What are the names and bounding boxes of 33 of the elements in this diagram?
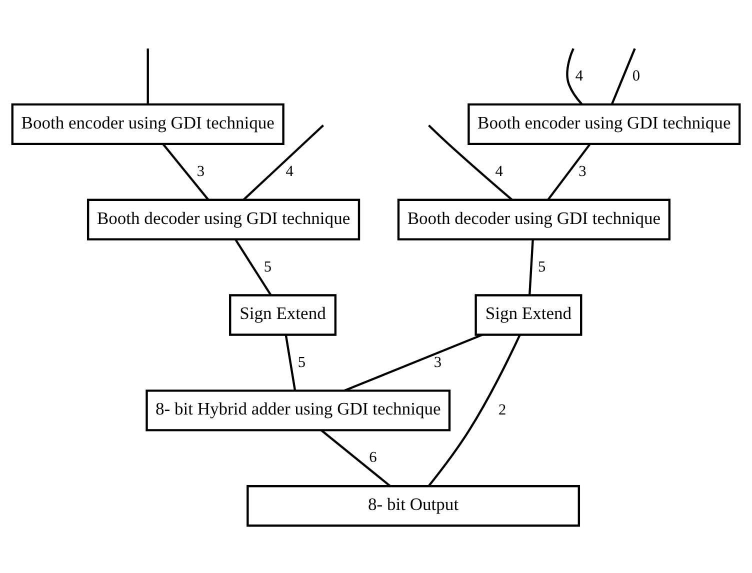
connector: [162, 143, 210, 200]
edge-label: 2: [498, 402, 506, 418]
edge-label: 0: [632, 68, 640, 85]
connector: [284, 334, 296, 391]
node-box: Booth decoder using GDI technique: [86, 198, 360, 240]
node-box: Booth encoder using GDI technique: [11, 103, 284, 145]
node-box: Booth encoder using GDI technique: [468, 103, 741, 145]
connector: [566, 48, 583, 106]
edge-label: 6: [369, 449, 377, 466]
node-box: 8- bit Output: [246, 485, 580, 527]
connector: [344, 334, 483, 392]
node-box: Sign Extend: [229, 294, 337, 336]
node-box: 8- bit Hybrid adder using GDI technique: [146, 390, 451, 432]
connector: [428, 334, 521, 487]
edge-label: 4: [495, 162, 503, 180]
edge-label: 5: [264, 258, 272, 276]
edge-label: 3: [578, 162, 586, 180]
node-box: Booth decoder using GDI technique: [397, 198, 670, 240]
edge-label: 5: [538, 258, 546, 276]
edge-label: 3: [196, 162, 205, 180]
edge-label: 3: [434, 354, 442, 371]
connector: [146, 48, 149, 104]
connector: [242, 124, 324, 200]
connector: [234, 238, 272, 296]
connector: [528, 239, 534, 296]
node-box: Sign Extend: [474, 294, 582, 336]
edge-label: 5: [298, 354, 306, 371]
edge-label: 4: [575, 68, 584, 85]
edge-label: 4: [286, 162, 294, 180]
connector: [428, 124, 513, 201]
connector: [547, 143, 591, 200]
connector: [320, 430, 391, 487]
connector: [610, 48, 636, 105]
